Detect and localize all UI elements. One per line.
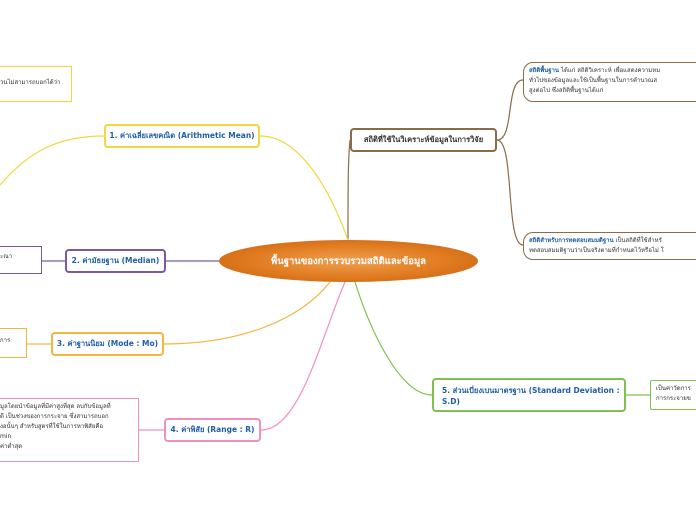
connector-hypothesis — [496, 139, 524, 246]
topic-median-label: 2. ค่ามัธยฐาน (Median) — [71, 256, 160, 265]
topic-sd-label-line1: 5. ส่วนเบี่ยงเบนมาตรฐาน (Standard Deviat… — [442, 386, 620, 395]
note-mean-line1: วนไม่สามารถบอกได้ว่า — [0, 79, 61, 86]
topic-range[interactable]: 4. ค่าพิสัย (Range : R) — [164, 418, 261, 442]
topic-mean-label: 1. ค่าเฉลี่ยเลขคณิต (Arithmetic Mean) — [109, 131, 255, 140]
topic-sd-label-line2: S.D) — [442, 397, 460, 406]
connector-sd — [354, 281, 433, 396]
note-mode-line1: การ — [0, 337, 11, 344]
note-mode[interactable]: การ — [0, 328, 27, 358]
topic-range-label: 4. ค่าพิสัย (Range : R) — [170, 425, 255, 434]
note-hypothesis-line2: ทดสอบสมมติฐานว่าเป็นจริงตามที่กำหนดไว้หร… — [529, 247, 664, 254]
connector-range — [260, 281, 346, 431]
note-sd[interactable]: เป็นค่าวัดการ การกระจายข — [650, 380, 696, 410]
note-sd-line1: เป็นค่าวัดการ — [656, 385, 691, 392]
note-range-line2: ดี เป็นช่วงของการกระจาย ซึ่งสามารถบอก — [0, 413, 109, 420]
note-descriptive-line2: ทั่วไปของข้อมูลและใช้เป็นพื้นฐานในการคำน… — [529, 77, 658, 84]
note-median-line1: ะณา — [0, 253, 13, 260]
note-descriptive-highlight: สถิติพื้นฐาน — [529, 67, 560, 74]
central-topic-label: พื้นฐานของการรวบรวมสถิติและข้อมูล — [270, 255, 427, 267]
topic-mode-label: 3. ค่าฐานนิยม (Mode : Mo) — [56, 339, 159, 348]
connector-stats-research — [347, 139, 351, 241]
connector-descriptive — [496, 79, 524, 141]
topic-sd[interactable]: 5. ส่วนเบี่ยงเบนมาตรฐาน (Standard Deviat… — [432, 378, 626, 412]
topic-mean[interactable]: 1. ค่าเฉลี่ยเลขคณิต (Arithmetic Mean) — [104, 124, 260, 148]
note-median[interactable]: ะณา — [0, 246, 42, 274]
note-hypothesis[interactable]: สถิติสำหรับการทดสอบสมมติฐาน เป็นสถิติที่… — [523, 232, 696, 260]
connector-mean-left — [0, 135, 105, 186]
central-topic[interactable]: พื้นฐานของการรวบรวมสถิติและข้อมูล — [219, 240, 478, 282]
note-descriptive[interactable]: สถิติพื้นฐาน ได้แก่ สถิติวิเคราะห์ เพื่อ… — [523, 62, 696, 102]
note-mean[interactable]: วนไม่สามารถบอกได้ว่า — [0, 66, 72, 102]
note-range-line3: งอนั้นๆ สำหรับสูตรที่ใช้ในการหาพิสัยคือ — [0, 423, 103, 430]
topic-stats-research[interactable]: สถิติที่ใช้ในวิเคราะห์ข้อมูลในการวิจัย — [350, 128, 497, 152]
note-range-line1: มูลโดยนำข้อมูลที่มีค่าสูงที่สุด ลบกับข้อ… — [0, 403, 111, 410]
connector-mode — [163, 281, 331, 345]
note-descriptive-line3: สูงต่อไป ซึ่งสถิติพื้นฐานได้แก่ — [529, 87, 604, 94]
note-hypothesis-line1: สถิติสำหรับการทดสอบสมมติฐาน เป็นสถิติที่… — [529, 237, 662, 244]
note-range[interactable]: มูลโดยนำข้อมูลที่มีค่าสูงที่สุด ลบกับข้อ… — [0, 398, 139, 462]
note-sd-line2: การกระจายข — [656, 395, 691, 402]
topic-stats-research-label: สถิติที่ใช้ในวิเคราะห์ข้อมูลในการวิจัย — [363, 135, 484, 144]
note-range-line4: min — [0, 433, 12, 440]
note-descriptive-line1: สถิติพื้นฐาน ได้แก่ สถิติวิเคราะห์ เพื่อ… — [529, 67, 661, 74]
note-range-line5: ค่าต่ำสุด — [0, 443, 23, 450]
topic-median[interactable]: 2. ค่ามัธยฐาน (Median) — [65, 249, 166, 273]
connector-mean — [259, 135, 349, 241]
note-hypothesis-highlight: สถิติสำหรับการทดสอบสมมติฐาน — [529, 237, 614, 244]
topic-mode[interactable]: 3. ค่าฐานนิยม (Mode : Mo) — [51, 332, 164, 356]
